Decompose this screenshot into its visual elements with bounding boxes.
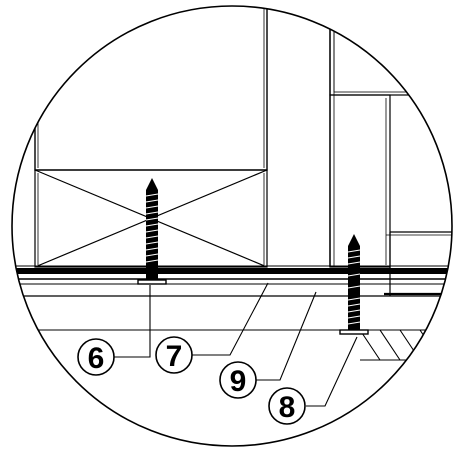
callout-9-label: 9 [230,365,247,398]
screw-8 [339,234,369,335]
callout-7: 7 [155,336,193,374]
callout-6: 6 [77,338,115,376]
callout-6-label: 6 [88,342,105,375]
drawing-content [12,6,452,361]
callout-8: 8 [268,387,306,425]
right-framing [329,6,452,296]
screw-6 [137,178,167,285]
leader-lines [114,282,358,407]
callout-8-label: 8 [279,391,296,424]
left-panel [34,6,268,171]
callout-9: 9 [219,361,257,399]
detail-circle-border [11,5,453,447]
callout-7-label: 7 [166,340,183,373]
floor-layers [12,265,452,331]
